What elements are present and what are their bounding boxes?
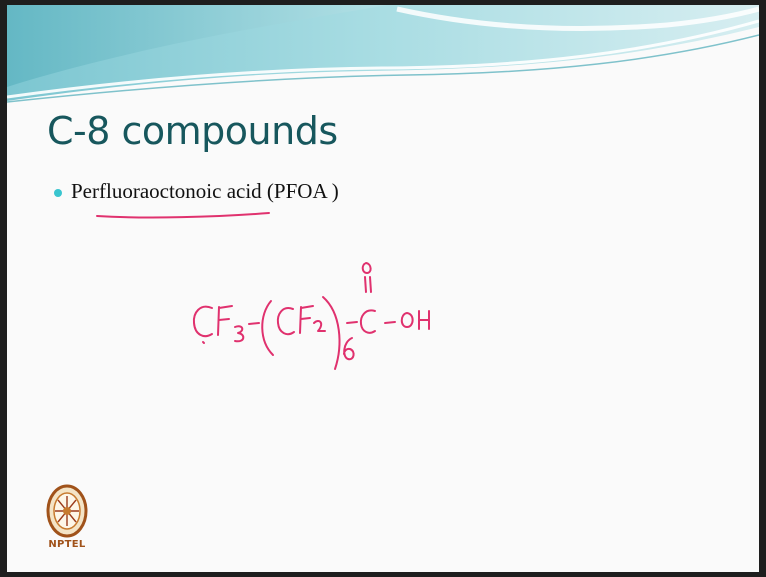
slide: C-8 compounds Perfluoraoctonoic acid (PF… bbox=[7, 5, 759, 572]
header-wave-banner bbox=[7, 5, 759, 103]
bullet-text: Perfluoraoctonoic acid (PFOA ) bbox=[71, 179, 339, 203]
ink-sub6 bbox=[343, 337, 355, 361]
ink-O-top bbox=[361, 262, 372, 274]
ink-H bbox=[418, 310, 430, 330]
ink-C3 bbox=[359, 309, 376, 334]
ink-O bbox=[400, 312, 414, 328]
ink-dash2 bbox=[346, 321, 358, 324]
ink-dash1 bbox=[248, 322, 260, 325]
ink-C1 bbox=[192, 305, 213, 338]
ink-dash3 bbox=[384, 321, 396, 324]
underline-stroke bbox=[96, 212, 270, 219]
ink-dot bbox=[202, 341, 205, 344]
ink-F1 bbox=[217, 305, 233, 336]
ink-close-paren bbox=[322, 296, 341, 370]
ink-C2 bbox=[276, 307, 295, 336]
handwritten-annotations bbox=[96, 212, 430, 370]
ink-sub2 bbox=[313, 320, 326, 332]
nptel-emblem-icon bbox=[46, 484, 88, 538]
ink-double-bond bbox=[364, 276, 372, 293]
slide-title: C-8 compounds bbox=[47, 109, 338, 153]
nptel-logo: NPTEL bbox=[45, 483, 89, 559]
bullet-dot bbox=[54, 189, 62, 197]
ink-open-paren bbox=[261, 300, 274, 356]
ink-sub3 bbox=[234, 325, 245, 343]
nptel-logo-text: NPTEL bbox=[48, 539, 86, 550]
ink-F2 bbox=[299, 305, 314, 334]
